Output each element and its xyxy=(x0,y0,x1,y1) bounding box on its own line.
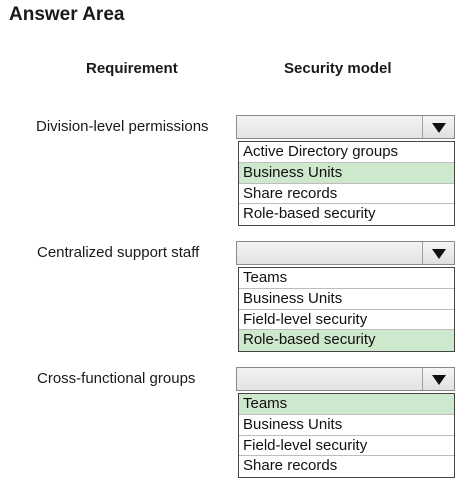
security-model-dropdown-division[interactable] xyxy=(236,115,455,139)
option-item[interactable]: Field-level security xyxy=(239,310,454,331)
option-item[interactable]: Business Units xyxy=(239,415,454,436)
option-item[interactable]: Field-level security xyxy=(239,436,454,457)
requirement-column-header: Requirement xyxy=(86,60,178,77)
option-item[interactable]: Role-based security xyxy=(243,205,376,223)
option-item[interactable]: Share records xyxy=(239,184,454,205)
security-model-dropdown-centralized[interactable] xyxy=(236,241,455,265)
option-item[interactable]: Teams xyxy=(239,268,454,289)
requirement-label-division: Division-level permissions xyxy=(36,118,209,135)
security-model-column-header: Security model xyxy=(284,60,392,77)
option-item[interactable]: Active Directory groups xyxy=(239,142,454,163)
option-list-centralized: Teams Business Units Field-level securit… xyxy=(238,267,455,353)
option-item[interactable]: Share records xyxy=(243,457,338,475)
option-list-division: Active Directory groups Business Units S… xyxy=(238,141,455,227)
option-item[interactable]: Business Units xyxy=(239,289,454,310)
option-list-cross-functional: Teams Business Units Field-level securit… xyxy=(238,393,455,479)
dropdown-arrow-button[interactable] xyxy=(422,368,454,390)
option-item[interactable]: Role-based security xyxy=(239,330,454,352)
dropdown-arrow-button[interactable] xyxy=(422,116,454,138)
security-model-dropdown-cross-functional[interactable] xyxy=(236,367,455,391)
dropdown-arrow-button[interactable] xyxy=(422,242,454,264)
option-item[interactable]: Teams xyxy=(239,394,454,415)
requirement-label-cross-functional: Cross-functional groups xyxy=(37,370,196,387)
option-item[interactable]: Business Units xyxy=(239,162,454,184)
answer-area-title: Answer Area xyxy=(9,4,125,25)
requirement-label-centralized: Centralized support staff xyxy=(37,244,200,261)
